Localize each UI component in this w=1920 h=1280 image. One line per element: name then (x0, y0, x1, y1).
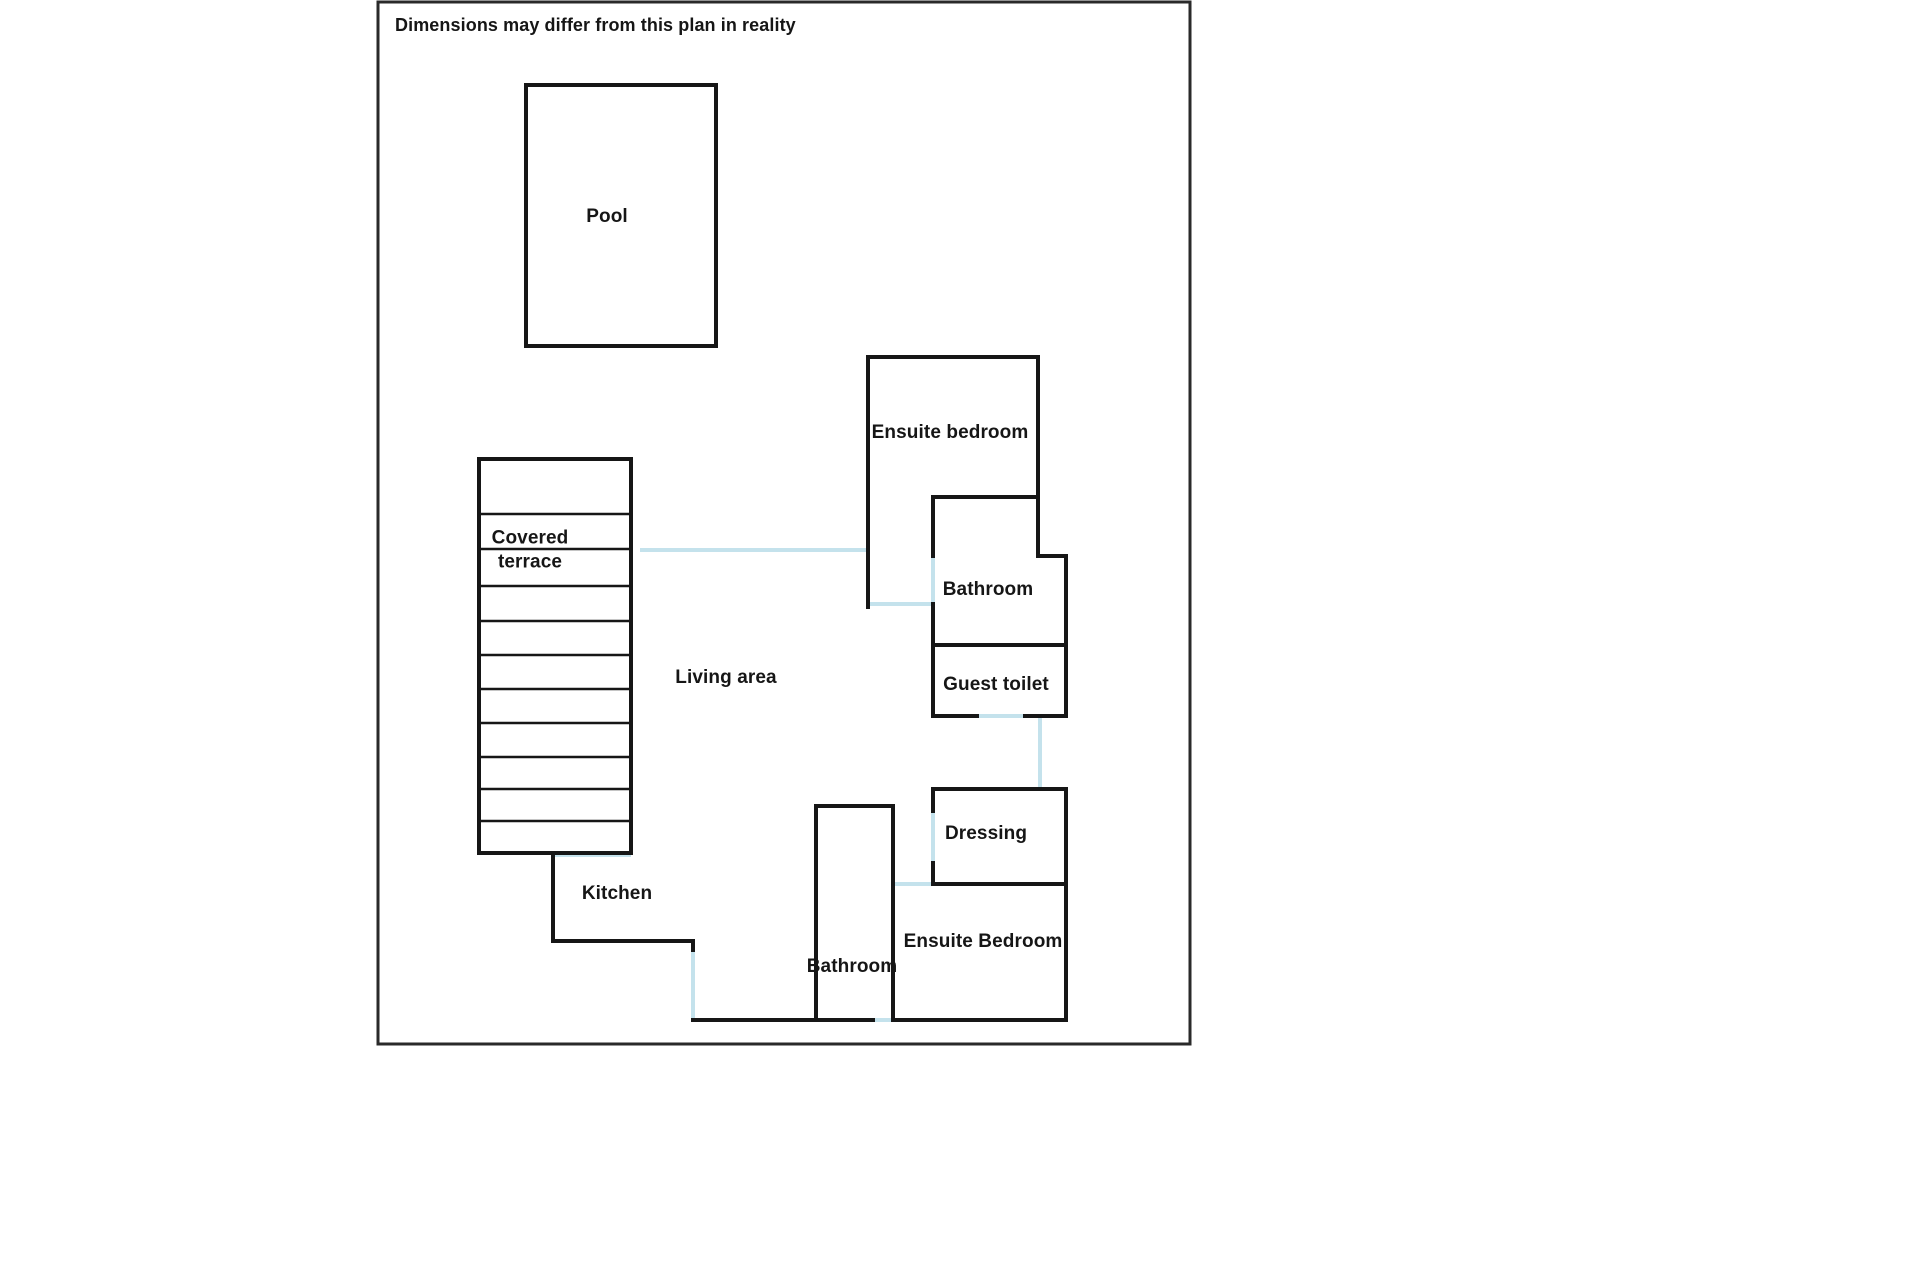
plan-frame-border (376, 0, 1192, 1046)
plan-disclaimer-note: Dimensions may differ from this plan in … (395, 15, 796, 35)
walls-group (477, 83, 1068, 1022)
